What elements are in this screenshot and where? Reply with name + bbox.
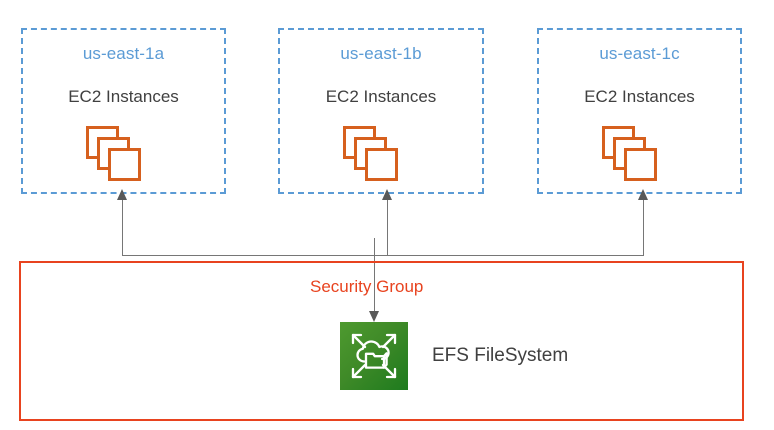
connector-riser-us-east-1a — [122, 198, 123, 255]
availability-zone-box-us-east-1c[interactable]: us-east-1c EC2 Instances — [537, 28, 742, 194]
ec2-instance-square — [365, 148, 398, 181]
availability-zone-box-us-east-1a[interactable]: us-east-1a EC2 Instances — [21, 28, 226, 194]
efs-filesystem-icon[interactable] — [340, 322, 408, 390]
efs-filesystem-label: EFS FileSystem — [432, 345, 569, 366]
security-group-box[interactable] — [19, 261, 744, 421]
availability-zone-label: us-east-1a — [82, 44, 165, 63]
arrowhead-down-efs — [369, 311, 379, 322]
connector-drop-to-efs — [374, 238, 375, 313]
connector-horizontal-bus — [122, 255, 644, 256]
ec2-instances-icon — [601, 126, 678, 182]
connector-riser-us-east-1b — [387, 198, 388, 255]
availability-zone-label: us-east-1b — [340, 44, 422, 63]
availability-zone-label: us-east-1c — [599, 44, 680, 63]
ec2-instances-label: EC2 Instances — [325, 87, 437, 106]
ec2-instances-icon — [85, 126, 162, 182]
ec2-instances-icon — [343, 126, 419, 182]
ec2-instances-label: EC2 Instances — [584, 87, 695, 106]
availability-zone-box-us-east-1b[interactable]: us-east-1b EC2 Instances — [278, 28, 484, 194]
ec2-instance-square — [107, 148, 141, 181]
security-group-label: Security Group — [310, 277, 424, 296]
ec2-instances-label: EC2 Instances — [68, 87, 179, 106]
arrowhead-up-us-east-1b — [382, 189, 392, 200]
connector-riser-us-east-1c — [643, 198, 644, 255]
ec2-instance-square — [623, 148, 657, 181]
arrowhead-up-us-east-1a — [117, 189, 127, 200]
arrowhead-up-us-east-1c — [638, 189, 648, 200]
